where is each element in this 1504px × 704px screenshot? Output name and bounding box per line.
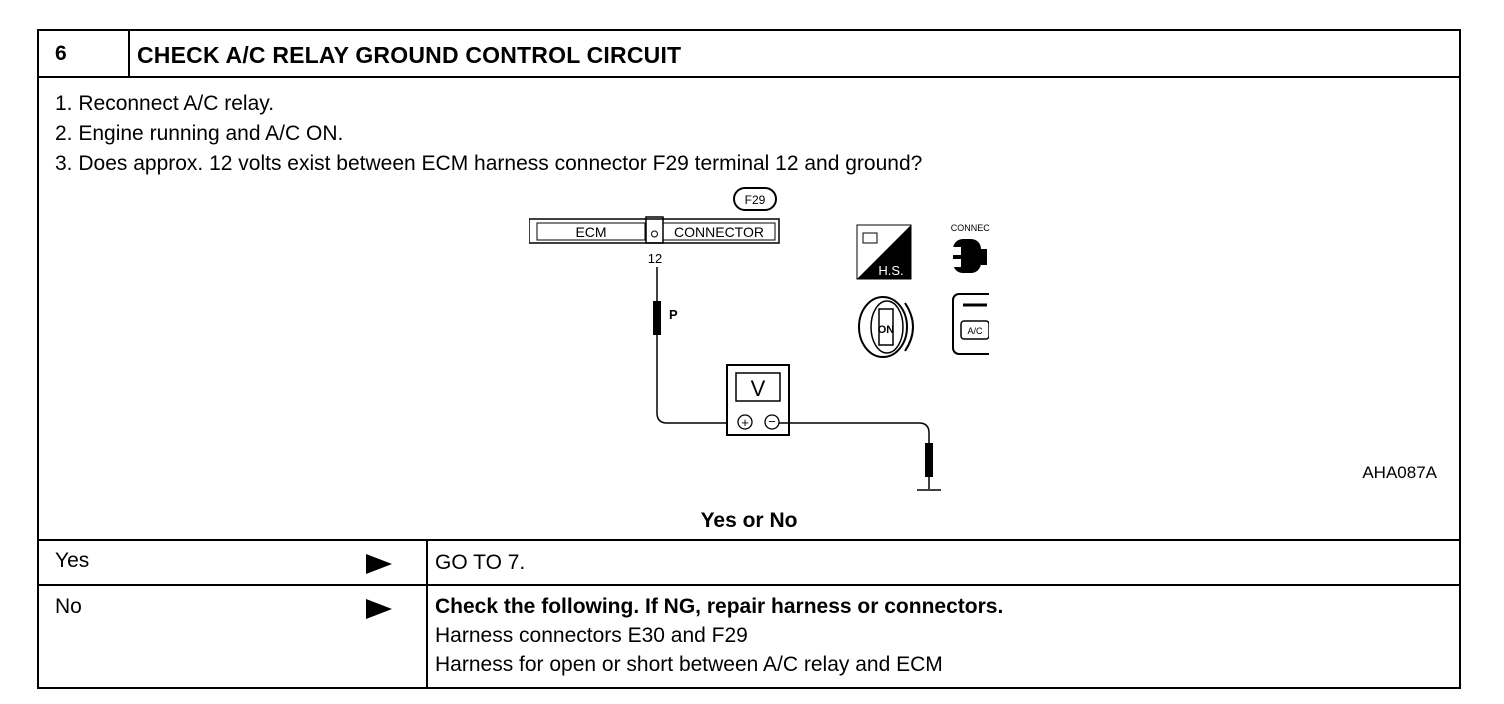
ac-switch-icon: A/C — [952, 293, 989, 355]
minus-terminal — [764, 414, 780, 430]
column-divider — [426, 539, 428, 689]
step-title: CHECK A/C RELAY GROUND CONTROL CIRCUIT — [137, 42, 682, 68]
voltmeter-display — [735, 372, 781, 402]
connector-block — [662, 222, 776, 241]
harness-side-icon: H.S. — [856, 224, 912, 280]
svg-text:A/C: A/C — [967, 326, 983, 336]
wiring-diagram: F29 ECM CONNECTOR 12 P V + − — [529, 187, 989, 491]
question: Yes or No — [700, 509, 798, 532]
svg-text:CONNECT: CONNECT — [951, 223, 989, 233]
ignition-on-icon: ON — [858, 296, 914, 358]
connector-label: CONNECTOR — [674, 224, 764, 240]
procedure-step: 3. Does approx. 12 volts exist between E… — [55, 152, 923, 175]
yes-label: Yes — [55, 549, 90, 572]
divider — [39, 539, 1459, 541]
no-label: No — [55, 595, 82, 618]
svg-text:−: − — [768, 414, 776, 429]
negative-probe — [925, 443, 933, 477]
terminal-slot — [645, 216, 664, 244]
negative-lead-wire — [779, 422, 930, 443]
yes-arrow-icon — [366, 554, 392, 574]
connector-id-tag — [733, 187, 777, 211]
yes-action: GO TO 7. — [435, 551, 526, 574]
voltmeter-label: V — [751, 376, 766, 401]
diagnostic-step-table: 6 CHECK A/C RELAY GROUND CONTROL CIRCUIT… — [37, 29, 1461, 689]
connect-icon: CONNECT — [947, 223, 989, 273]
terminal-pin — [651, 230, 658, 238]
svg-text:H.S.: H.S. — [878, 263, 903, 278]
step-header: 6 CHECK A/C RELAY GROUND CONTROL CIRCUIT — [39, 31, 1459, 78]
no-action-heading: Check the following. If NG, repair harne… — [435, 595, 1004, 618]
probe-color-label: P — [669, 307, 678, 322]
connector-id-text: F29 — [745, 193, 766, 207]
step-number: 6 — [39, 31, 130, 76]
svg-text:+: + — [741, 415, 749, 430]
positive-probe — [653, 301, 661, 335]
procedure-steps: 1. Reconnect A/C relay. 2. Engine runnin… — [55, 89, 922, 179]
ecm-label: ECM — [575, 224, 606, 240]
svg-text:ON: ON — [878, 324, 895, 336]
procedure-step: 2. Engine running and A/C ON. — [55, 122, 344, 145]
no-action: Check the following. If NG, repair harne… — [435, 592, 1003, 679]
positive-lead-wire — [656, 335, 727, 424]
no-arrow-icon — [366, 599, 392, 619]
no-action-item: Harness connectors E30 and F29 — [435, 624, 748, 647]
figure-id: AHA087A — [1362, 463, 1437, 482]
divider — [39, 584, 1459, 586]
terminal-number: 12 — [648, 251, 662, 266]
no-action-item: Harness for open or short between A/C re… — [435, 653, 943, 676]
ecm-block — [536, 222, 646, 241]
procedure-step: 1. Reconnect A/C relay. — [55, 92, 275, 115]
plus-terminal — [737, 414, 753, 430]
